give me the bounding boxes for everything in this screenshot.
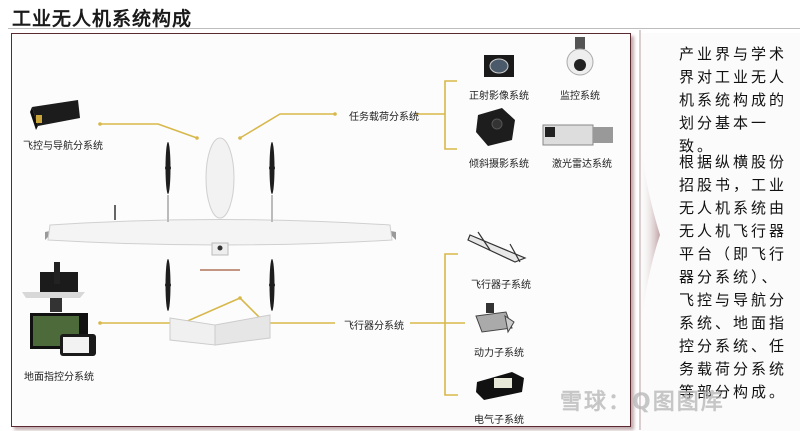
power-unit-image	[475, 303, 515, 334]
surveillance-camera-image	[566, 37, 594, 76]
node-flight-control: 飞控与导航分系统	[23, 141, 103, 152]
electrical-unit-image	[476, 372, 524, 400]
payload-surveillance: 监控系统	[560, 91, 600, 102]
side-arrow-decoration	[639, 30, 660, 430]
side-paragraph-2: 根据纵横股份招股书，工业无人机系统由无人机飞行器平台（即飞行器分系统）、飞控与导…	[679, 153, 788, 401]
flight-control-image	[30, 100, 80, 130]
node-payload: 任务载荷分系统	[349, 112, 419, 123]
ground-control-image	[22, 262, 96, 356]
orthophoto-camera-image	[484, 55, 514, 77]
connector-payload	[239, 113, 335, 139]
uav-image	[45, 137, 396, 346]
node-aircraft: 飞行器分系统	[344, 321, 404, 332]
watermark: 雪球：Q图图库	[560, 390, 725, 415]
title-divider	[8, 28, 800, 29]
bracket-payload	[444, 80, 457, 150]
bracket-aircraft	[444, 253, 458, 396]
aircraft-electrical: 电气子系统	[474, 415, 524, 426]
side-paragraph-1: 产业界与学术界对工业无人机系统构成的划分基本一致。	[679, 45, 788, 155]
payload-oblique: 倾斜摄影系统	[469, 159, 529, 170]
node-ground-control: 地面指控分系统	[24, 372, 94, 383]
connector-flight-control	[100, 123, 198, 139]
oblique-camera-image	[476, 108, 515, 146]
lidar-image	[542, 124, 613, 146]
aircraft-power: 动力子系统	[474, 348, 524, 359]
payload-orthophoto: 正射影像系统	[469, 91, 529, 102]
page-title: 工业无人机系统构成	[12, 8, 193, 30]
side-panel	[640, 33, 800, 431]
aircraft-airframe: 飞行器子系统	[471, 280, 531, 291]
airframe-image	[467, 231, 527, 263]
payload-lidar: 激光雷达系统	[552, 159, 612, 170]
